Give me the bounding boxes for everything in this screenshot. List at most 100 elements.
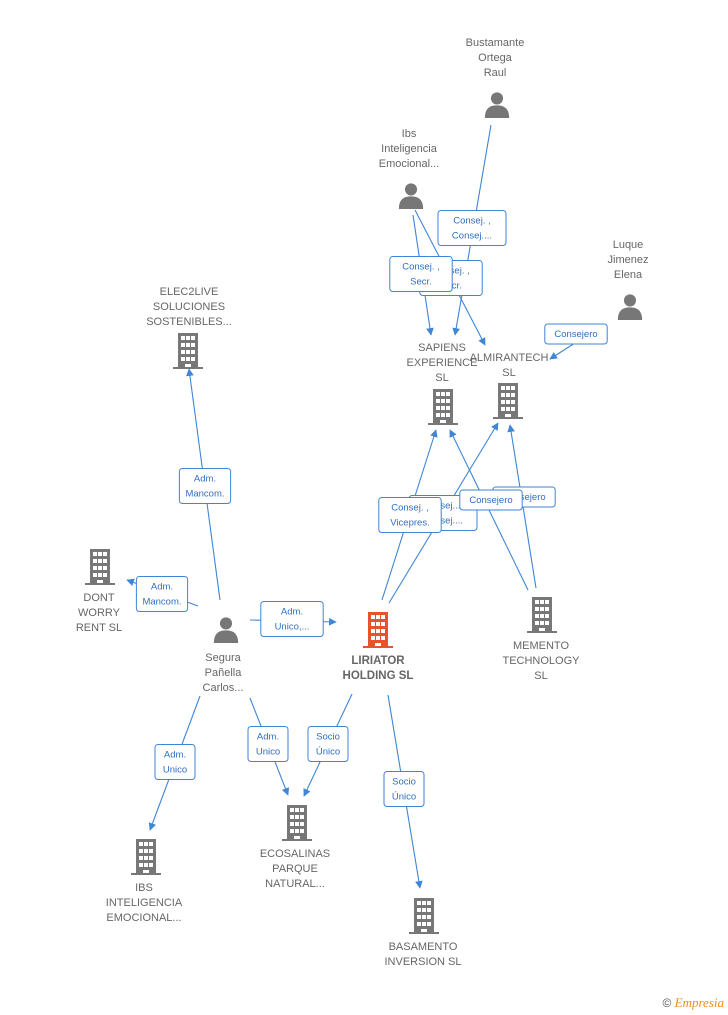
person-icon: [617, 294, 643, 320]
node-label-line: HOLDING SL: [343, 670, 414, 682]
edge-label-bustamante-to-sapiens[interactable]: Consej. , Consej....: [437, 210, 507, 246]
node-label-line: EXPERIENCE: [407, 357, 478, 369]
edge-label-segura-to-ibs_company[interactable]: Adm. Unico: [154, 744, 196, 780]
edge-label-segura-to-liriator[interactable]: Adm. Unico,...: [260, 601, 324, 637]
edge-label-box: [135, 576, 189, 612]
node-label-line: WORRY: [78, 607, 121, 619]
node-label-line: BASAMENTO: [389, 941, 458, 953]
building-icon: [85, 549, 115, 585]
node-label-line: ALMIRANTECH: [470, 352, 549, 364]
edge-label-text: Adm.: [257, 732, 279, 743]
edge-label-luque-to-almirantech[interactable]: Consejero: [544, 323, 608, 345]
node-elec2live[interactable]: ELEC2LIVE SOLUCIONES SOSTENIBLES...: [146, 286, 232, 369]
edges-layer: Consej. ,Consej....Consej. ,Secr.Consej.…: [126, 124, 608, 889]
edge-label-text: Único: [392, 792, 416, 803]
node-label-line: Luque: [613, 239, 644, 251]
node-label-line: ELEC2LIVE: [160, 286, 219, 298]
edge-label-segura-to-elec2live[interactable]: Adm.Mancom.: [178, 468, 232, 504]
node-label-line: DONT: [83, 592, 114, 604]
edge-label-text: Socio: [316, 732, 340, 743]
edge-label-text: Adm.: [281, 607, 303, 618]
edge-label-text: Adm.: [151, 582, 173, 593]
edge-label-text: Consej. ,: [453, 216, 491, 227]
edge-label-segura-to-dont_worry[interactable]: Adm. Mancom.: [135, 576, 189, 612]
node-ibs_company[interactable]: IBSINTELIGENCIAEMOCIONAL...: [106, 839, 183, 924]
node-label-line: Inteligencia: [381, 143, 438, 155]
node-label-line: INTELIGENCIA: [106, 897, 183, 909]
building-icon: [131, 839, 161, 875]
node-label-line: Elena: [614, 269, 643, 281]
edge-label-box: [154, 744, 196, 780]
node-label-line: ECOSALINAS: [260, 848, 330, 860]
node-label-line: SOLUCIONES: [153, 301, 225, 313]
edge-label-text: Secr.: [410, 277, 432, 288]
building-icon: [493, 383, 523, 419]
footer-brand: © Empresia: [662, 995, 724, 1011]
edge-label-liriator-to-sapiens[interactable]: Consej. , Vicepres.: [378, 497, 442, 533]
node-label-line: Pañella: [205, 667, 243, 679]
building-icon: [409, 898, 439, 934]
node-ecosalinas[interactable]: ECOSALINAS PARQUE NATURAL...: [260, 805, 330, 890]
node-label-line: Segura: [205, 652, 241, 664]
node-label-line: SL: [435, 372, 448, 384]
edge-label-box: [544, 323, 608, 345]
edge-label-box: [378, 497, 442, 533]
node-segura[interactable]: SeguraPañellaCarlos...: [203, 617, 244, 694]
node-label-line: SAPIENS: [418, 342, 466, 354]
edge-label-text: Consej. ,: [391, 503, 429, 514]
node-label-line: PARQUE: [272, 863, 318, 875]
edge-label-text: Consejero: [469, 495, 512, 506]
edge-label-text: Adm.: [194, 474, 216, 485]
edge-label-box: [459, 489, 523, 511]
node-label-line: LIRIATOR: [351, 655, 405, 667]
edge-label-segura-to-ecosalinas[interactable]: Adm. Unico: [247, 726, 289, 762]
node-label-line: RENT SL: [76, 622, 122, 634]
edge-label-box: [260, 601, 324, 637]
node-dont_worry[interactable]: DONT WORRY RENT SL: [76, 549, 122, 634]
edge-label-ibs_person-to-sapiens[interactable]: Consej. ,Secr.: [389, 256, 453, 292]
edge-label-box: [389, 256, 453, 292]
building-icon: [363, 612, 393, 648]
edge-label-text: Consej....: [452, 231, 492, 242]
node-label-line: INVERSION SL: [384, 956, 461, 968]
person-icon: [484, 92, 510, 118]
node-label-line: SL: [502, 367, 515, 379]
node-label-line: NATURAL...: [265, 878, 325, 890]
person-icon: [398, 183, 424, 209]
edge-label-text: Vicepres.: [390, 518, 429, 529]
building-icon: [282, 805, 312, 841]
edge-label-text: Consejero: [554, 329, 597, 340]
node-label-line: Bustamante: [466, 37, 525, 49]
node-label-line: SOSTENIBLES...: [146, 316, 232, 328]
edge-label-box: [178, 468, 232, 504]
edge-label-memento-to-sapiens[interactable]: Consejero: [459, 489, 523, 511]
edge-label-text: Consej....: [423, 501, 463, 512]
node-label-line: IBS: [135, 882, 153, 894]
building-icon: [428, 389, 458, 425]
brand-logo-text: Empresia: [674, 995, 724, 1010]
node-almirantech[interactable]: ALMIRANTECH SL: [470, 352, 549, 419]
node-sapiens[interactable]: SAPIENS EXPERIENCE SL: [407, 342, 478, 425]
edge-label-text: Adm.: [164, 750, 186, 761]
node-ibs_person[interactable]: IbsInteligenciaEmocional...: [379, 128, 440, 209]
node-label-line: Emocional...: [379, 158, 440, 170]
building-icon: [173, 333, 203, 369]
edge-label-box: [383, 771, 425, 807]
person-icon: [213, 617, 239, 643]
node-label-line: Ibs: [402, 128, 417, 140]
node-liriator[interactable]: LIRIATOR HOLDING SL: [343, 612, 414, 682]
node-label-line: Carlos...: [203, 682, 244, 694]
edge-label-text: Unico: [256, 747, 280, 758]
edge-label-box: [307, 726, 349, 762]
edge-label-text: Socio: [392, 777, 416, 788]
edge-label-text: Unico,...: [275, 622, 310, 633]
node-label-line: Ortega: [478, 52, 513, 64]
edge-label-text: Unico: [163, 765, 187, 776]
edge-label-text: Mancom.: [142, 597, 181, 608]
node-basamento[interactable]: BASAMENTO INVERSION SL: [384, 898, 462, 968]
